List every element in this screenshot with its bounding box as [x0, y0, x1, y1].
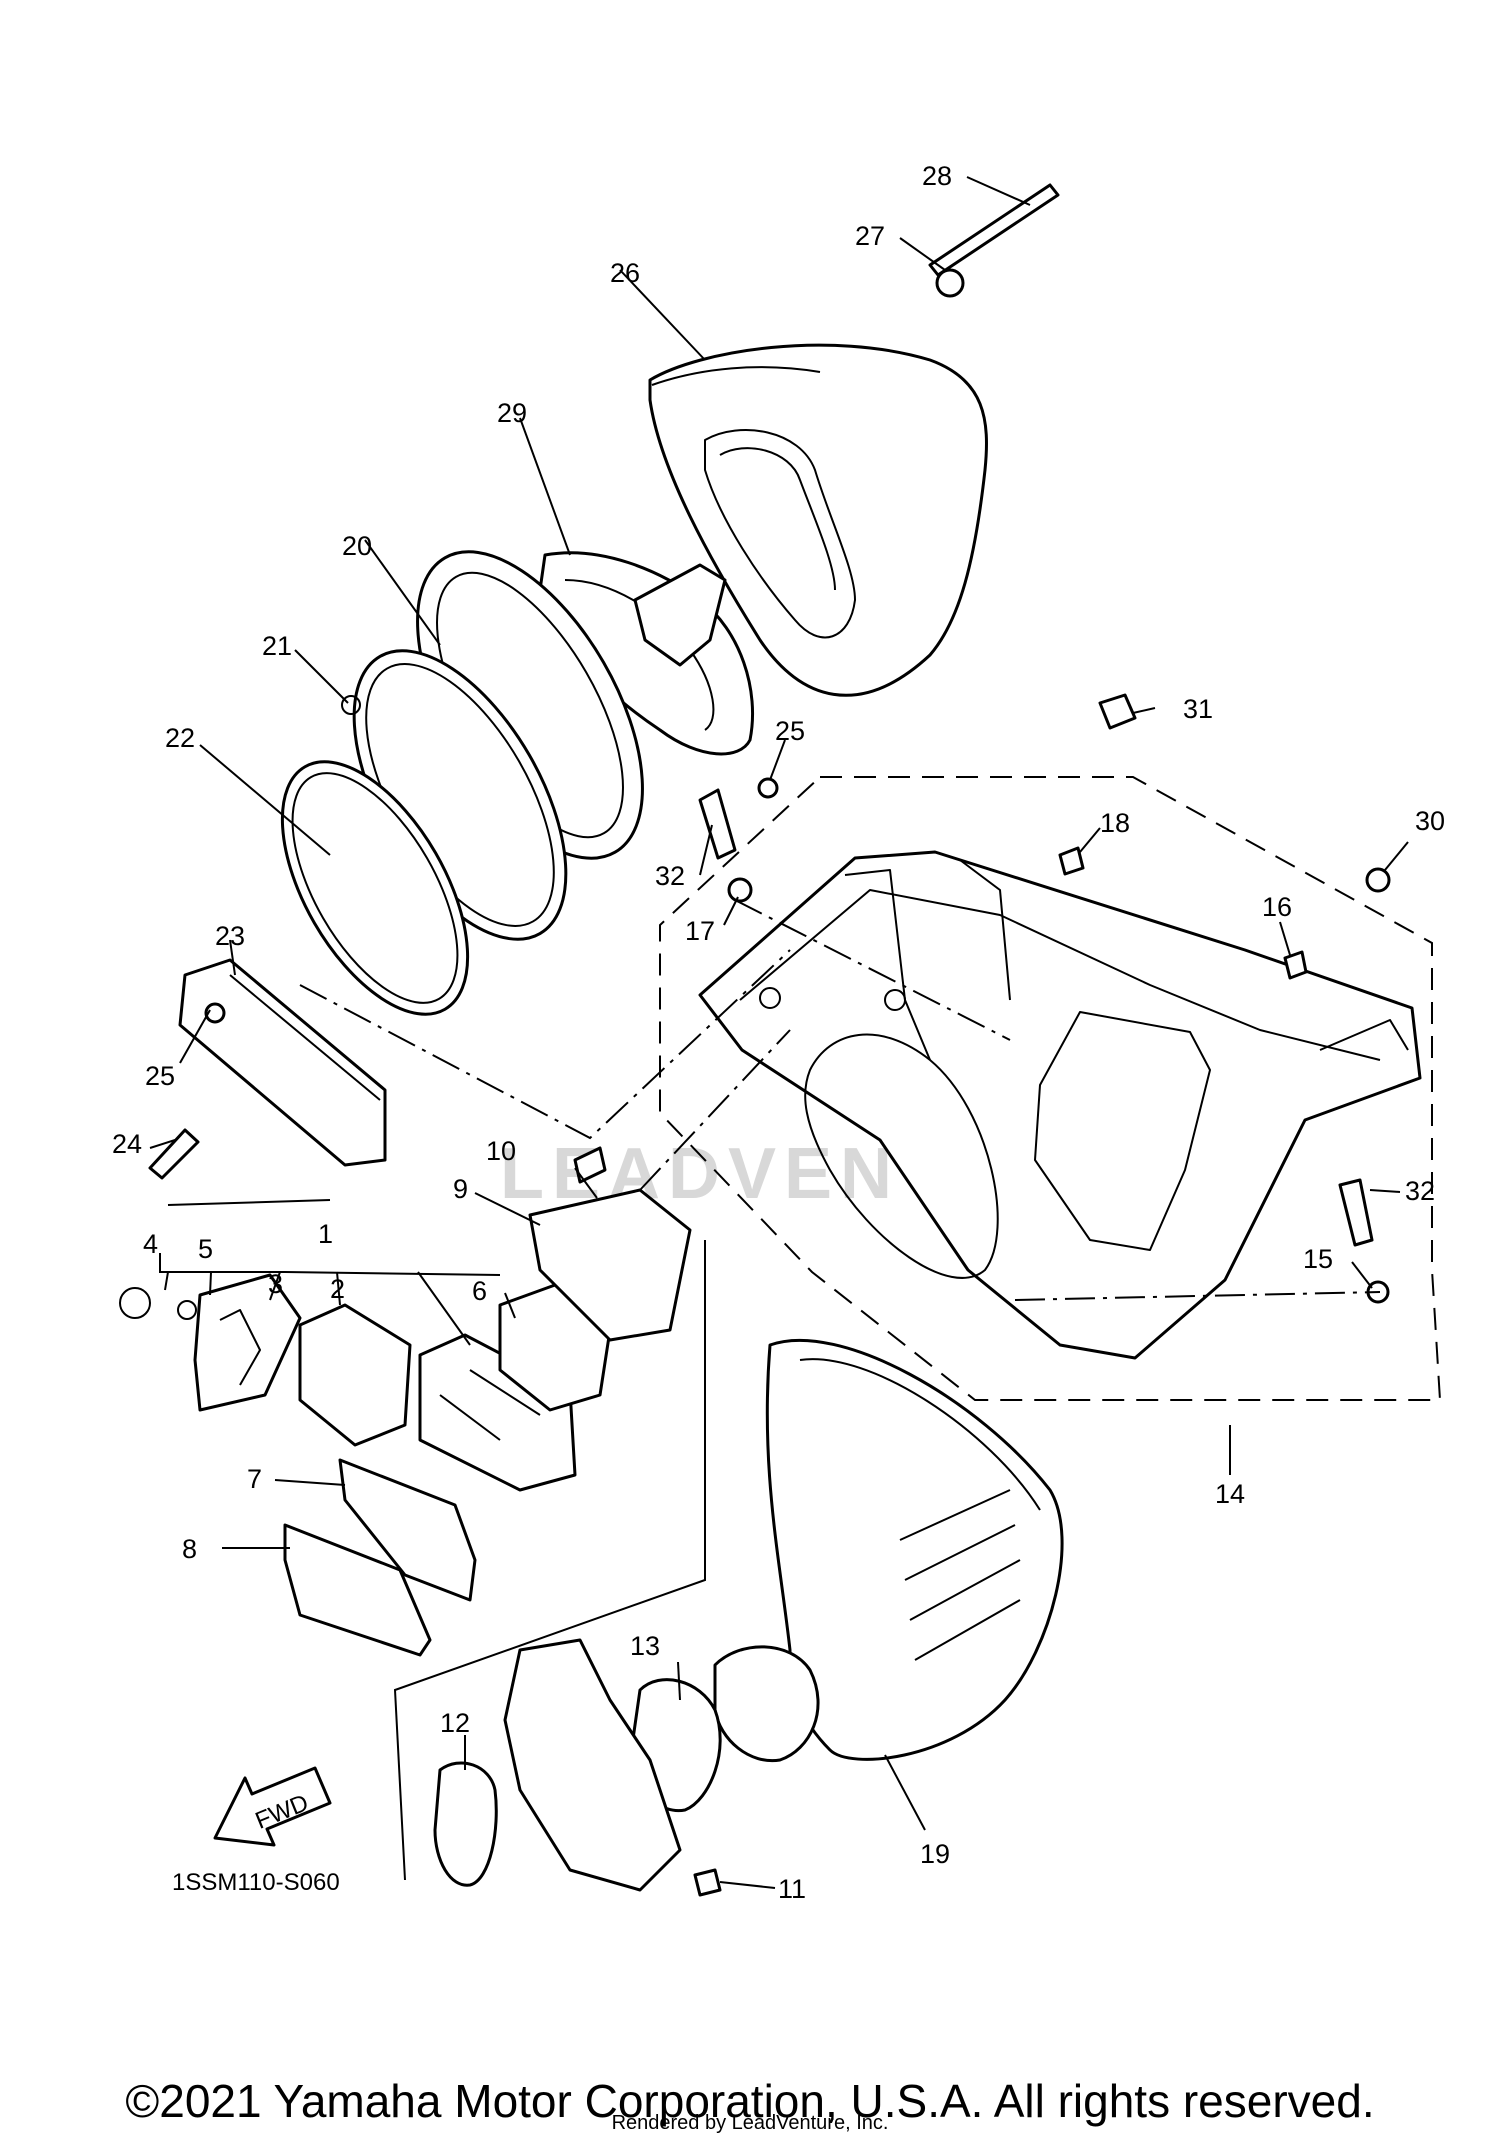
- part-carburetor: [503, 1638, 682, 1892]
- leader-lines: [149, 176, 1409, 1889]
- callout-12: 12: [440, 1708, 470, 1738]
- part-clip-11: [693, 1868, 722, 1897]
- part-nut-31: [1098, 693, 1137, 730]
- callout-18: 18: [1100, 808, 1130, 838]
- callout-15: 15: [1303, 1244, 1333, 1274]
- part-band-22: [280, 760, 470, 1016]
- part-gasket-7: [338, 1458, 477, 1602]
- part-gasket-8: [283, 1523, 432, 1657]
- callout-2: 2: [330, 1274, 345, 1304]
- callout-labels: 1 2 3 4 5 6 7 8 9 10 11 12 13 14 15 16 1…: [112, 161, 1445, 1904]
- part-reed-assembly: [119, 1273, 612, 1492]
- callout-5: 5: [198, 1234, 213, 1264]
- part-bolt-10: [573, 1146, 607, 1184]
- part-intake-duct: [713, 1338, 1064, 1763]
- copyright-notice: ©2021 Yamaha Motor Corporation, U.S.A. A…: [125, 2075, 1375, 2127]
- callout-27: 27: [855, 221, 885, 251]
- callout-26: 26: [610, 258, 640, 288]
- part-clip-16: [1283, 950, 1308, 980]
- callout-17: 17: [685, 916, 715, 946]
- part-bolt-28: [928, 183, 1060, 277]
- rendered-by-credit: Rendered by LeadVenture, Inc.: [611, 2112, 889, 2134]
- callout-10: 10: [486, 1136, 516, 1166]
- callout-20: 20: [342, 531, 372, 561]
- part-filter-guide: [538, 551, 755, 756]
- part-clip-18: [1058, 846, 1085, 876]
- part-grommet-30: [1365, 867, 1391, 893]
- part-plate-23: [178, 958, 387, 1167]
- part-clamp-12: [433, 1761, 498, 1887]
- callout-28: 28: [922, 161, 952, 191]
- part-washer-27: [935, 268, 965, 298]
- part-washer-25b: [204, 1002, 226, 1024]
- callout-9: 9: [453, 1174, 468, 1204]
- callout-32a: 32: [655, 861, 685, 891]
- callout-8: 8: [182, 1534, 197, 1564]
- callout-22: 22: [165, 723, 195, 753]
- callout-6: 6: [472, 1276, 487, 1306]
- callout-24: 24: [112, 1129, 142, 1159]
- callout-19: 19: [920, 1839, 950, 1869]
- callout-14: 14: [1215, 1479, 1245, 1509]
- callout-7: 7: [247, 1464, 262, 1494]
- callout-13: 13: [630, 1631, 660, 1661]
- callout-21: 21: [262, 631, 292, 661]
- callout-32b: 32: [1405, 1176, 1435, 1206]
- part-airbox: [659, 776, 1442, 1401]
- diagram-code: 1SSM110-S060: [172, 1869, 340, 1896]
- callout-4: 4: [143, 1229, 158, 1259]
- callout-25b: 25: [775, 716, 805, 746]
- callout-1: 1: [318, 1219, 333, 1249]
- callout-23: 23: [215, 921, 245, 951]
- callout-31: 31: [1183, 694, 1213, 724]
- callout-11: 11: [778, 1874, 806, 1904]
- callout-16: 16: [1262, 892, 1292, 922]
- part-bolt-32a: [698, 788, 737, 860]
- fwd-arrow-icon: FWD: [213, 1766, 332, 1847]
- part-rivet-24: [148, 1128, 200, 1180]
- part-grommet-17: [727, 877, 753, 903]
- callout-3: 3: [268, 1269, 283, 1299]
- callout-25a: 25: [145, 1061, 175, 1091]
- part-washer-25a: [757, 777, 779, 799]
- callout-30: 30: [1415, 806, 1445, 836]
- part-bolt-32b: [1338, 1178, 1374, 1247]
- callout-29: 29: [497, 398, 527, 428]
